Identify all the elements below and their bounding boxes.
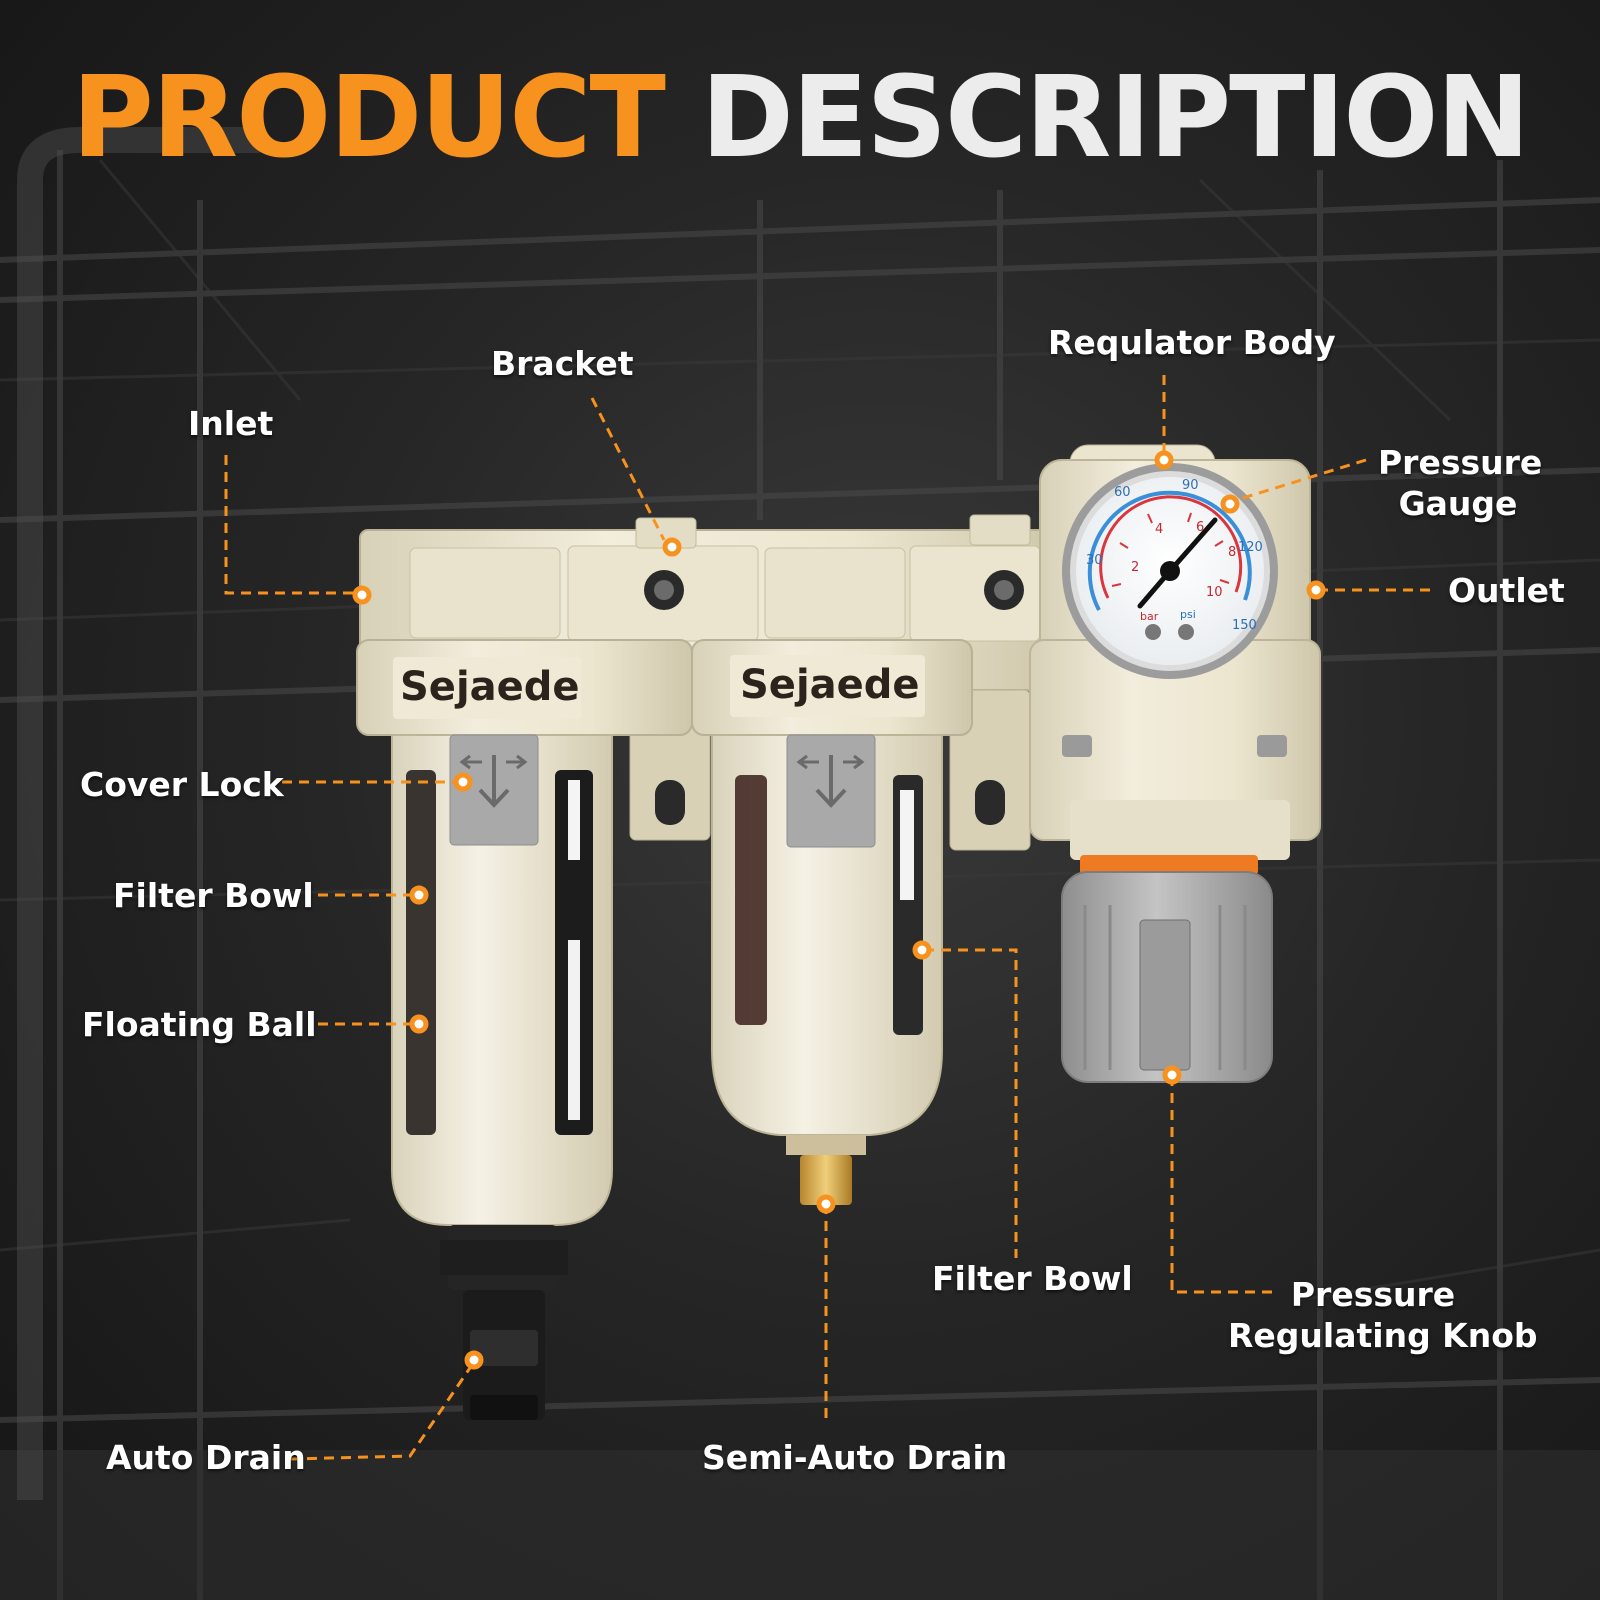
regulator-body-marker-icon (1154, 450, 1174, 470)
floating-ball-marker-icon (409, 1014, 429, 1034)
label-outlet: Outlet (1448, 571, 1565, 610)
gauge-psi-30: 30 (1086, 553, 1103, 568)
label-inlet: Inlet (188, 404, 274, 443)
outlet-marker-icon (1306, 580, 1326, 600)
label-filter-bowl-right: Filter Bowl (932, 1259, 1133, 1298)
bracket-leader (590, 397, 666, 541)
label-bracket: Bracket (491, 344, 634, 383)
label-pressure-knob-line1: Pressure (1290, 1275, 1456, 1314)
bracket-marker-icon (662, 537, 682, 557)
gauge-bar-8: 8 (1228, 545, 1237, 560)
pressure-knob-marker-icon (1162, 1065, 1182, 1085)
brand-logo-left: Sejaede (400, 664, 580, 710)
gauge-bar-6: 6 (1196, 520, 1205, 535)
label-floating-ball: Floating Ball (82, 1005, 317, 1044)
middle-filter-unit (691, 639, 973, 1205)
filter-bowl-right-marker-icon (912, 940, 932, 960)
gauge-unit-bar: bar (1140, 610, 1159, 623)
label-filter-bowl-left: Filter Bowl (113, 876, 314, 915)
gauge-psi-90: 90 (1182, 478, 1199, 493)
pressure-gauge-leader (1229, 458, 1367, 504)
label-pressure-gauge-line1: Pressure (1378, 443, 1543, 482)
pressure-gauge-marker-icon (1220, 494, 1240, 514)
label-auto-drain: Auto Drain (106, 1438, 306, 1477)
label-regulator-body: Requlator Body (1048, 323, 1336, 362)
label-cover-lock: Cover Lock (80, 765, 284, 804)
gauge-bar-2: 2 (1131, 560, 1140, 575)
label-pressure-gauge: Pressure Gauge (1378, 442, 1543, 525)
gauge-psi-150: 150 (1232, 618, 1257, 633)
inlet-marker-icon (352, 585, 372, 605)
left-filter-unit (356, 639, 693, 1420)
cover-lock-marker-icon (453, 772, 473, 792)
label-pressure-gauge-line2: Gauge (1398, 484, 1518, 524)
pressure-knob-leader (1170, 1076, 1278, 1294)
gauge-unit-psi: psi (1180, 608, 1196, 621)
brand-logo-middle: Sejaede (740, 662, 920, 708)
gauge-psi-60: 60 (1114, 485, 1131, 500)
pressure-gauge-icon (1062, 463, 1278, 679)
gauge-psi-120: 120 (1238, 540, 1263, 555)
label-semi-auto-drain: Semi-Auto Drain (702, 1438, 1008, 1477)
auto-drain-marker-icon (464, 1350, 484, 1370)
filter-bowl-right-leader (924, 948, 1018, 1258)
auto-drain-leader (289, 1361, 476, 1461)
gauge-bar-4: 4 (1155, 522, 1164, 537)
title-word-description: DESCRIPTION (700, 53, 1530, 183)
label-pressure-regulating-knob: Pressure Regulating Knob (1228, 1274, 1538, 1357)
page-title: PRODUCT DESCRIPTION (0, 62, 1600, 174)
title-word-product: PRODUCT (71, 53, 666, 183)
semi-auto-drain-marker-icon (816, 1194, 836, 1214)
gauge-bar-10: 10 (1206, 585, 1223, 600)
filter-bowl-left-marker-icon (409, 885, 429, 905)
bracket-screw-icon (644, 570, 1024, 610)
inlet-leader (224, 455, 360, 595)
label-pressure-knob-line2: Regulating Knob (1228, 1316, 1538, 1356)
